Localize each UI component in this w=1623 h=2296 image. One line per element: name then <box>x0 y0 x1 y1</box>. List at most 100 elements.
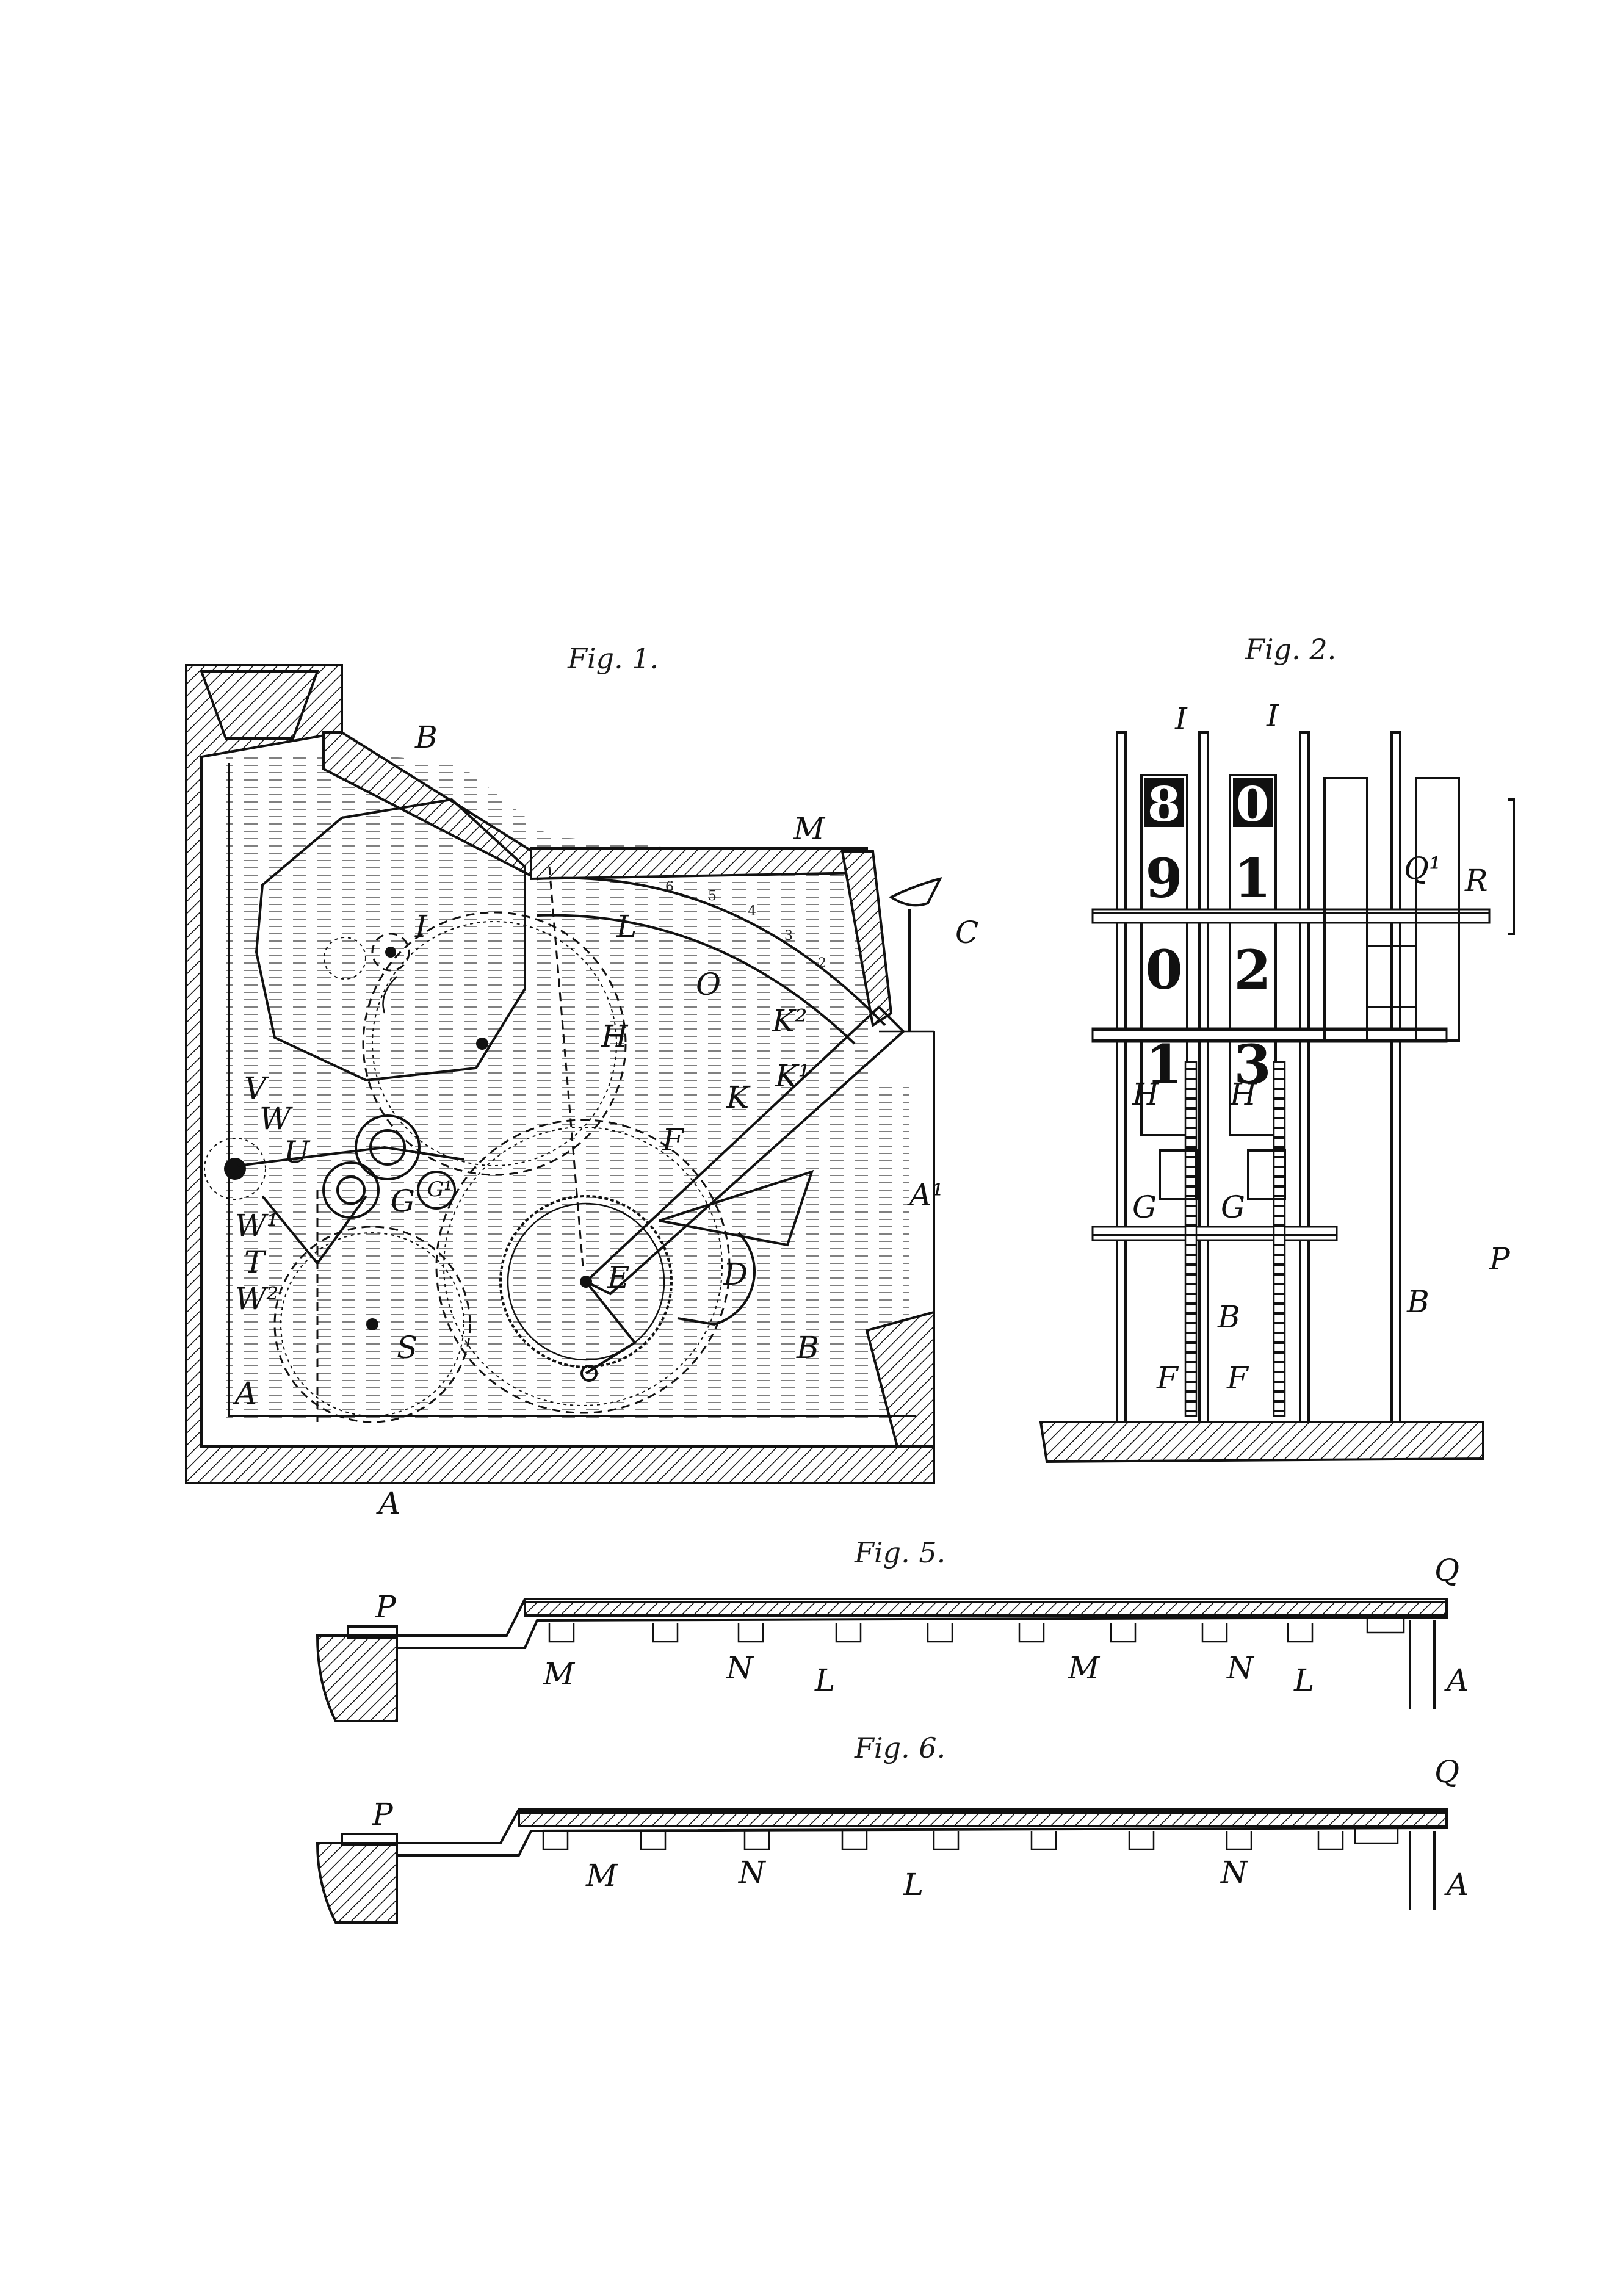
fig1-label-A1: A¹ <box>907 1177 944 1213</box>
fig1-label-H: H <box>601 1019 629 1054</box>
fig5-left-block <box>316 1634 398 1722</box>
casing-left-wall <box>185 664 935 1484</box>
wheel-H-inner <box>372 921 617 1166</box>
rack-right <box>1273 1061 1286 1417</box>
fig2-label-B-left: B <box>1217 1299 1240 1335</box>
fig1-label-W2: W² <box>235 1281 278 1316</box>
fig1-label-F: F <box>662 1122 685 1158</box>
cage-right <box>1415 777 1460 1042</box>
fig6-caption: Fig. 6. <box>854 1731 945 1764</box>
wheel-F <box>435 1119 731 1414</box>
fig1-label-E: E <box>607 1260 630 1295</box>
cage-left <box>1323 777 1368 1042</box>
fig1-label-K2: K² <box>772 1003 807 1039</box>
fig6-label-P: P <box>372 1797 394 1832</box>
cage-link <box>1366 945 1417 1008</box>
fig5-label-M-left: M <box>543 1656 576 1692</box>
shaft-bottom <box>1091 1226 1338 1241</box>
figure-2: Fig. 2. 8 9 0 1 0 1 2 3 <box>1039 633 1515 1464</box>
counter-right-digit-0: 0 <box>1236 777 1269 832</box>
counter-left-digit-1: 9 <box>1145 847 1182 910</box>
guide-line-center <box>548 866 584 1267</box>
fig6-label-L: L <box>903 1867 924 1902</box>
fig1-label-A-bottom: A <box>376 1486 400 1521</box>
casing-top-wall <box>530 847 868 881</box>
fig1-label-G1: G¹ <box>427 1177 452 1202</box>
bracket-right <box>1508 798 1515 935</box>
figure-1: Fig. 1. <box>185 642 978 1521</box>
fig2-label-G-left: G <box>1132 1190 1157 1225</box>
counter-left-digit-3: 1 <box>1145 1033 1182 1096</box>
fig1-label-C: C <box>955 915 978 950</box>
shaft-middle <box>1091 1027 1448 1043</box>
fig5-post-A <box>1409 1620 1436 1709</box>
pivot-V <box>224 1158 246 1180</box>
fig1-label-U: U <box>284 1135 311 1170</box>
fig6-clips <box>542 1831 1344 1850</box>
counter-strip-right <box>1229 774 1277 1136</box>
fig5-label-A: A <box>1444 1662 1469 1698</box>
figure-6: Fig. 6. P Q M N L N A <box>316 1731 1469 1924</box>
counter-right-box-0 <box>1233 778 1273 827</box>
fig5-label-N-left: N <box>726 1650 754 1686</box>
drum-axle <box>476 1038 488 1050</box>
scale-arc-outer <box>537 876 886 1027</box>
fig2-label-F-right: F <box>1226 1360 1249 1396</box>
roller-G-inner <box>336 1175 366 1205</box>
roller-G1 <box>417 1171 456 1210</box>
ratchet-arm <box>585 1280 637 1374</box>
water-fill <box>226 751 909 1422</box>
lever-bracket <box>659 1169 814 1247</box>
fig1-label-I: I <box>414 909 428 944</box>
scale-number-6: 6 <box>665 879 674 895</box>
fig2-label-G-right: G <box>1221 1190 1245 1225</box>
wheel-D <box>677 1232 756 1326</box>
fig2-label-P: P <box>1489 1241 1511 1277</box>
fig1-label-B-bottom: B <box>796 1330 819 1365</box>
shaft-top <box>1091 908 1491 924</box>
fig5-beam-hatch <box>524 1601 1448 1617</box>
roller-U <box>355 1114 421 1180</box>
fig1-label-V: V <box>244 1070 269 1106</box>
fig2-label-R: R <box>1464 863 1488 898</box>
fig1-caption: Fig. 1. <box>567 642 659 675</box>
scale-number-2: 2 <box>818 956 826 971</box>
fig1-label-O: O <box>696 967 721 1002</box>
polygon-drum <box>255 798 526 1082</box>
fig6-label-A: A <box>1444 1867 1469 1902</box>
fig6-post-A <box>1409 1831 1436 1910</box>
fig6-label-Q: Q <box>1434 1754 1459 1789</box>
counter-left-box-0 <box>1144 778 1184 827</box>
fig1-label-K: K <box>726 1080 751 1115</box>
post-3 <box>1299 731 1310 1423</box>
fig5-caption: Fig. 5. <box>854 1536 945 1569</box>
float-C <box>889 877 942 907</box>
fig5-spring-Q <box>1366 1616 1405 1634</box>
link-W <box>237 1146 464 1167</box>
scale-number-5: 5 <box>708 889 717 904</box>
small-wheel-dashed <box>371 933 410 972</box>
figure-5: Fig. 5. P Q M N L M N L A <box>316 1536 1469 1722</box>
fig6-spring-Q <box>1354 1827 1399 1844</box>
hopper <box>200 670 319 740</box>
counter-right-digit-2: 2 <box>1234 938 1271 1002</box>
fig2-label-Q1: Q¹ <box>1404 851 1441 886</box>
wheel-S <box>273 1226 471 1423</box>
ratchet-wheel-E <box>499 1195 673 1368</box>
fig1-label-S: S <box>397 1330 417 1365</box>
roller-U-inner <box>369 1129 406 1166</box>
scale-arc-inner <box>537 914 856 1045</box>
fig2-label-H-left: H <box>1132 1077 1160 1112</box>
fig2-base <box>1039 1421 1484 1464</box>
fig6-label-N-left: N <box>738 1855 767 1890</box>
fig6-left-block <box>316 1842 398 1924</box>
counter-right-digit-1: 1 <box>1234 847 1271 910</box>
fig5-label-N-right: N <box>1226 1650 1255 1686</box>
fig6-label-M: M <box>585 1858 618 1893</box>
counter-right-digit-3: 3 <box>1234 1033 1271 1096</box>
roller-G <box>322 1161 380 1219</box>
arrow-H <box>382 976 397 1014</box>
fig6-label-N-right: N <box>1220 1855 1249 1890</box>
gear-G-right <box>1247 1149 1286 1200</box>
